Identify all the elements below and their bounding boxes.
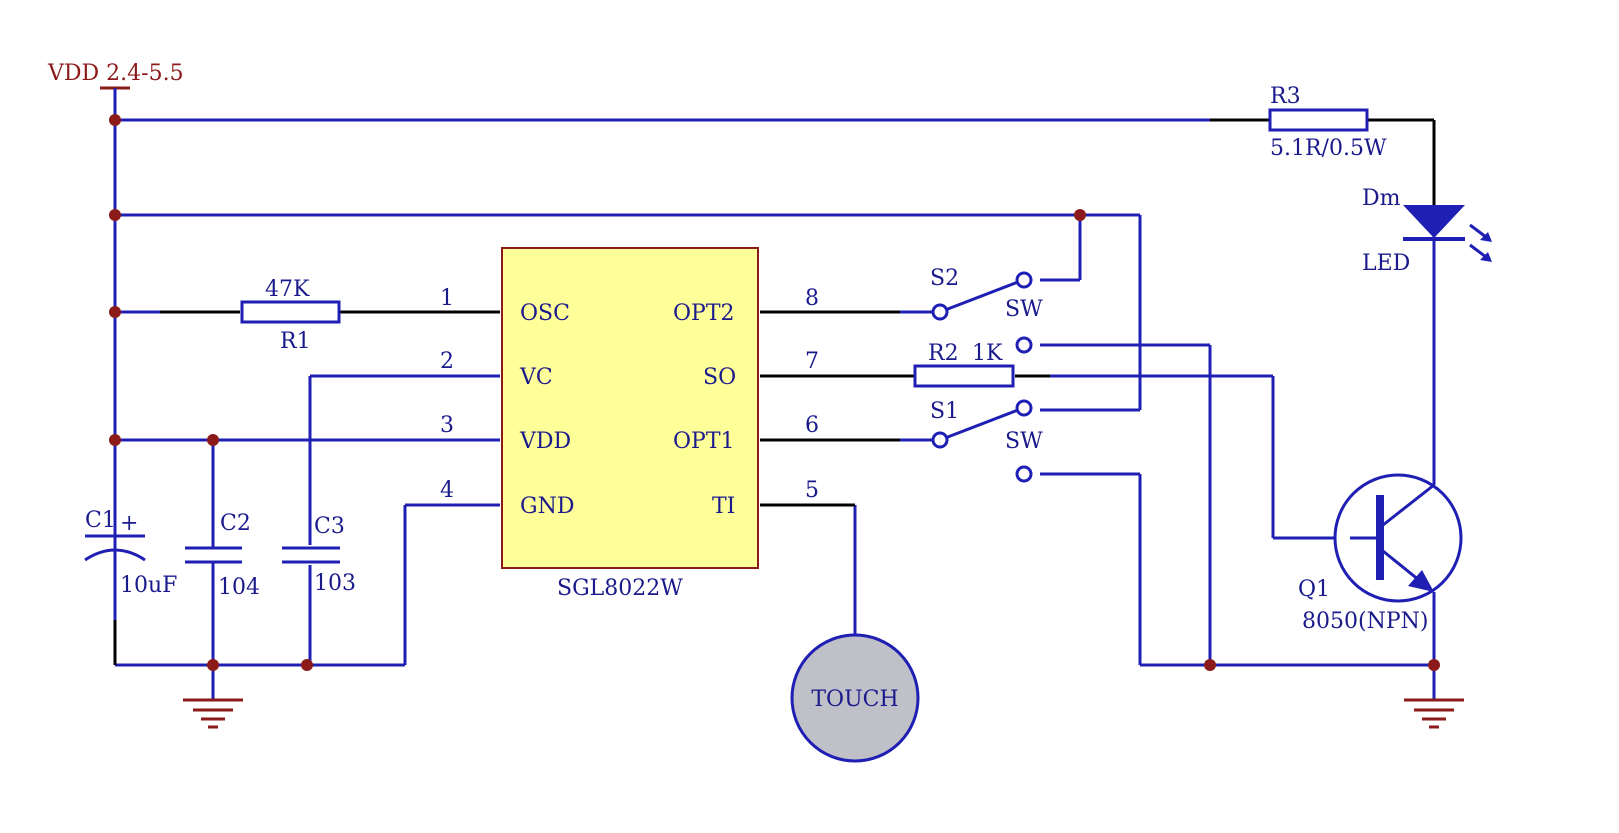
pin-1-number: 1 [440,286,454,311]
ic-name: SGL8022W [557,576,683,601]
s1-type: SW [1005,429,1043,454]
pin-4-name: GND [520,494,574,519]
r1-ref: R1 [280,329,311,354]
s2-type: SW [1005,297,1043,322]
pin-8-number: 8 [805,286,819,311]
r2-ref: R2 [928,341,959,366]
r2-value: 1K [972,341,1003,366]
c3-symbol [282,546,340,564]
junction-dot [109,434,121,446]
s1-symbol [931,399,1033,483]
c2-ref: C2 [220,511,251,536]
junction-dot [1204,659,1216,671]
touch-label: TOUCH [811,687,898,712]
ground-right-symbol [1404,698,1464,729]
q1-symbol [1333,473,1463,603]
c2-value: 104 [218,575,260,600]
junction-dot [109,306,121,318]
c2-symbol [185,546,242,564]
c3-ref: C3 [314,514,345,539]
junction-dot [109,209,121,221]
c1-polarity: + [120,511,138,536]
junction-dot [109,114,121,126]
pin-6-name: OPT1 [673,429,735,454]
s1-ref: S1 [930,399,959,424]
junction-dot [301,659,313,671]
pin-2-number: 2 [440,349,454,374]
junctions [109,114,1440,671]
r2-body [913,364,1015,388]
r3-ref: R3 [1270,84,1301,109]
signal-wires [113,118,1436,665]
pin-7-number: 7 [805,349,819,374]
r3-body [1268,108,1369,132]
q1-ref: Q1 [1298,577,1330,602]
pin-8-name: OPT2 [673,301,735,326]
r1-body [240,300,341,324]
pin-6-number: 6 [805,413,819,438]
pin-1-name: OSC [520,301,570,326]
r1-value: 47K [265,277,310,302]
ground-left-symbol [183,698,243,729]
s2-ref: S2 [930,266,959,291]
led-type: LED [1362,251,1410,276]
ic-body [501,247,759,569]
c1-ref: C1 [85,508,116,533]
junction-dot [1074,209,1086,221]
led-ref: Dm [1362,186,1401,211]
pin-3-number: 3 [440,413,454,438]
supply-wires [113,88,1436,700]
q1-part: 8050(NPN) [1302,609,1428,634]
r3-value: 5.1R/0.5W [1270,136,1387,161]
s2-symbol [931,271,1033,354]
led-symbol [1403,205,1492,275]
pin-2-name: VC [519,365,553,390]
c1-value: 10uF [120,573,177,598]
c1-symbol [84,534,146,620]
pin-7-name: SO [703,365,736,390]
junction-dot [207,434,219,446]
pin-3-name: VDD [519,429,571,454]
touch-pad [790,633,920,763]
pin-5-name: TI [712,494,735,519]
vdd-label: VDD 2.4-5.5 [47,61,184,86]
junction-dot [207,659,219,671]
c3-value: 103 [314,571,356,596]
junction-dot [1428,659,1440,671]
pin-4-number: 4 [440,478,454,503]
pin-5-number: 5 [805,478,819,503]
